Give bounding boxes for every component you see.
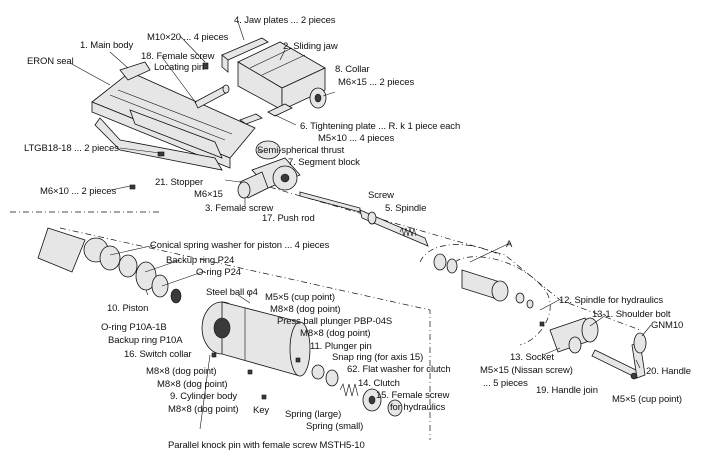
label-female-screw-18: 18. Female screw: [141, 51, 215, 62]
label-m6x15-collar: M6×15 ... 2 pieces: [338, 77, 415, 88]
label-m8x8-dog-5: M8×8 (dog point): [168, 404, 239, 415]
label-key: Key: [253, 405, 270, 416]
label-handle-join: 19. Handle join: [536, 385, 598, 396]
label-snap-ring: Snap ring (for axis 15): [332, 352, 424, 363]
label-spindle-hydraulics: 12. Spindle for hydraulics: [559, 295, 664, 306]
label-m6x10: M6×10 ... 2 pieces: [40, 186, 117, 197]
label-conical-washer: Conical spring washer for piston ... 4 p…: [150, 240, 330, 251]
socket-part: [549, 317, 599, 354]
spindle-5-part: [359, 209, 429, 247]
label-semi-thrust: Semi-spherical thrust: [257, 145, 345, 156]
locating-pin-part: [194, 84, 230, 109]
label-main-body: 1. Main body: [80, 40, 134, 51]
label-m8x8-dog-1: M8×8 (dog point): [270, 304, 341, 315]
label-shoulder-bolt: 13-1. Shoulder bolt: [592, 309, 671, 320]
label-segment-block: 7. Segment block: [288, 157, 360, 168]
label-press-ball: Press ball plunger PBP-04S: [277, 316, 393, 327]
label-locating-pin: Locating pin: [154, 62, 205, 73]
label-collar: 8. Collar: [335, 64, 370, 75]
label-stopper: 21. Stopper: [155, 177, 204, 188]
label-clutch: 14. Clutch: [358, 378, 400, 389]
label-spring-large: Spring (large): [285, 409, 342, 420]
label-ltgb: LTGB18-18 ... 2 pieces: [24, 143, 119, 154]
main-body-part: [91, 61, 256, 171]
label-backup-p24: Backup ring P24: [166, 255, 235, 266]
label-eron-seal: ERON seal: [27, 56, 74, 67]
piston-part: [37, 227, 182, 304]
label-m5x5-cup-1: M5×5 (cup point): [265, 292, 335, 303]
collar-part: [309, 87, 336, 109]
label-screw: Screw: [368, 190, 394, 201]
label-flat-washer: 62. Flat washer for clutch: [347, 364, 451, 375]
label-plunger-pin: 11. Plunger pin: [310, 341, 372, 352]
lower-axis-line: [10, 211, 431, 440]
label-m5x15-nissan: M5×15 (Nissan screw): [480, 365, 573, 376]
label-female-screw-15: 15. Female screw: [376, 390, 450, 401]
label-m5x10: M5×10 ... 4 pieces: [318, 133, 395, 144]
label-m5x5-cup-2: M5×5 (cup point): [612, 394, 682, 405]
push-rod-part: [299, 191, 361, 213]
leader-lines: [69, 21, 652, 430]
clutch-part: [339, 383, 382, 412]
label-socket: 13. Socket: [510, 352, 554, 363]
tightening-plate-part: [239, 103, 293, 125]
sliding-jaw-part: [237, 41, 326, 111]
small-fasteners: [129, 62, 545, 400]
label-piston: 10. Piston: [107, 303, 149, 314]
plunger-pin-part: [311, 364, 339, 387]
label-sliding-jaw: 2. Sliding jaw: [283, 41, 338, 52]
label-push-rod: 17. Push rod: [262, 213, 315, 224]
label-switch-collar: 16. Switch collar: [124, 349, 192, 360]
hydraulic-spindle-part: [433, 253, 534, 309]
label-female-screw-3: 3. Female screw: [205, 203, 274, 214]
label-jaw-plates: 4. Jaw plates ... 2 pieces: [234, 15, 336, 26]
label-for-hydraulics-15: for hydraulics: [390, 402, 446, 413]
label-spindle-5: 5. Spindle: [385, 203, 427, 214]
label-section-a: A: [506, 239, 513, 250]
label-spring-small: Spring (small): [306, 421, 364, 432]
detail-a-boundary: [454, 256, 551, 346]
label-parallel-pin: Parallel knock pin with female screw MST…: [168, 440, 365, 451]
label-gnm10: GNM10: [651, 320, 684, 331]
label-m8x8-dog-2: M8×8 (dog point): [300, 328, 371, 339]
label-oring-p24: O-ring P24: [196, 267, 241, 278]
female-screw-15-part: [387, 399, 403, 417]
label-m6x15-stopper: M6×15: [194, 189, 223, 200]
label-five-pieces: ... 5 pieces: [483, 378, 528, 389]
label-backup-p10a: Backup ring P10A: [108, 335, 183, 346]
female-screw-3-part: [237, 171, 269, 199]
label-m8x8-dog-4: M8×8 (dog point): [157, 379, 228, 390]
label-m8x8-dog-3: M8×8 (dog point): [146, 366, 217, 377]
cylinder-body-part: [201, 301, 311, 377]
handle-part: [591, 332, 647, 380]
label-handle: 20. Handle: [646, 366, 691, 377]
jaw-plates-part: [221, 37, 269, 73]
label-oring-p10a: O-ring P10A-1B: [101, 322, 167, 333]
label-tightening-plate: 6. Tightening plate ... R. k 1 piece eac…: [300, 121, 461, 132]
label-steel-ball: Steel ball φ4: [206, 287, 258, 298]
label-m10x20: M10×20 ... 4 pieces: [147, 32, 229, 43]
label-cylinder-body: 9. Cylinder body: [170, 391, 238, 402]
